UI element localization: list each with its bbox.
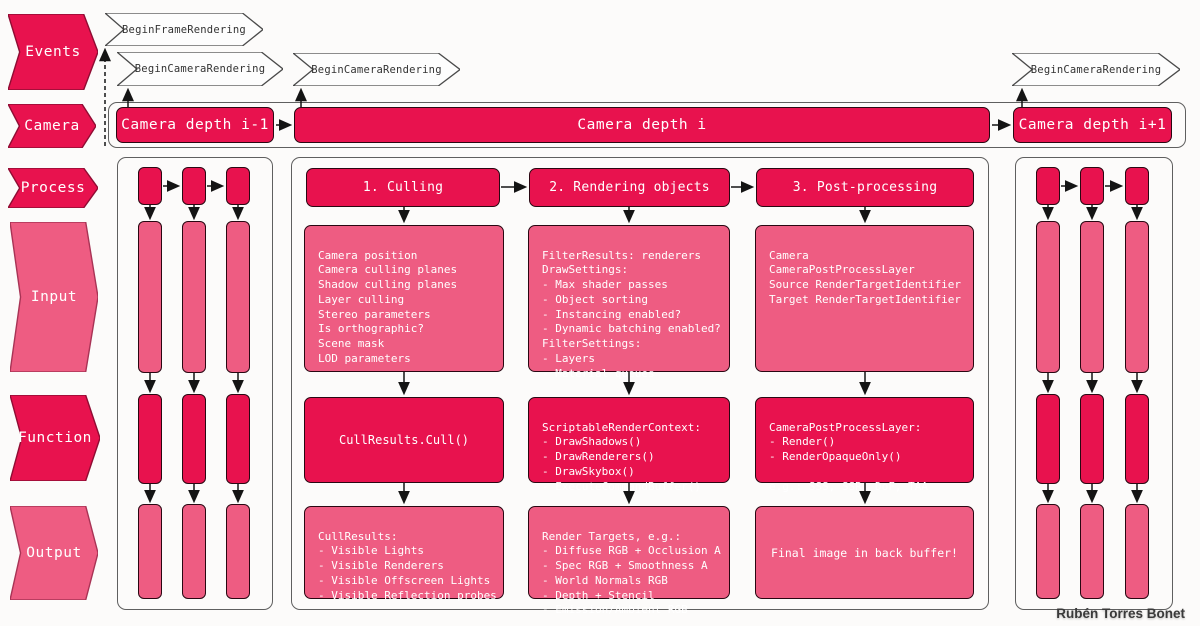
input-box-post-processing-text: Camera CameraPostProcessLayer Source Ren…	[769, 248, 962, 306]
mini-input-bar	[1080, 221, 1104, 373]
row-label-camera: Camera	[8, 104, 96, 148]
output-box-post-processing: Final image in back buffer!	[755, 506, 974, 599]
author-credit: Rubén Torres Bonet	[1056, 606, 1185, 621]
process-header-text: 1. Culling	[362, 180, 444, 195]
event-flag-begin-frame-rendering: BeginFrameRendering	[105, 13, 263, 46]
output-box-post-processing-text: Final image in back buffer!	[771, 545, 958, 560]
mini-process-bar	[1036, 167, 1060, 205]
mini-input-bar	[138, 221, 162, 373]
event-flag-text: BeginFrameRendering	[122, 23, 246, 36]
mini-output-bar	[182, 504, 206, 599]
mini-function-bar	[226, 394, 250, 484]
flag-shape-icon	[117, 52, 283, 86]
ribbon-arrow-icon	[10, 222, 98, 372]
output-box-culling: CullResults: - Visible Lights - Visible …	[304, 506, 504, 602]
process-header-post-processing: 3. Post-processing	[756, 168, 974, 207]
row-label-events: Events	[8, 14, 98, 90]
mini-process-bar	[182, 167, 206, 205]
function-box-post-processing-text: CameraPostProcessLayer: - Render() - Ren…	[769, 420, 928, 493]
mini-output-bar	[226, 504, 250, 599]
camera-depth-prev-text: Camera depth i-1	[121, 117, 269, 133]
function-box-rendering-objects-text: ScriptableRenderContext: - DrawShadows()…	[542, 420, 701, 493]
mini-process-bar	[1125, 167, 1149, 205]
mini-function-bar	[1036, 394, 1060, 484]
process-header-culling: 1. Culling	[306, 168, 500, 207]
input-box-rendering-objects: FilterResults: renderers DrawSettings: -…	[528, 225, 730, 380]
mini-function-bar	[138, 394, 162, 484]
mini-function-bar	[1125, 394, 1149, 484]
process-header-text: 2. Rendering objects	[549, 180, 710, 195]
function-box-culling: CullResults.Cull()	[304, 397, 504, 483]
ribbon-arrow-icon	[8, 168, 98, 208]
output-box-culling-text: CullResults: - Visible Lights - Visible …	[318, 529, 497, 602]
camera-depth-next-text: Camera depth i+1	[1018, 117, 1167, 133]
event-flag-text: BeginCameraRendering	[134, 63, 266, 75]
row-label-process-text: Process	[20, 180, 86, 196]
mini-input-bar	[182, 221, 206, 373]
row-label-function-text: Function	[18, 430, 92, 446]
prev-camera-pipeline-container	[117, 157, 273, 610]
row-label-camera-text: Camera	[24, 118, 80, 134]
mini-input-bar	[1125, 221, 1149, 373]
camera-depth-current-text: Camera depth i	[577, 117, 707, 133]
flag-shape-icon	[293, 53, 460, 86]
input-box-post-processing: Camera CameraPostProcessLayer Source Ren…	[755, 225, 974, 372]
mini-function-bar	[182, 394, 206, 484]
mini-output-bar	[1036, 504, 1060, 599]
mini-output-bar	[1080, 504, 1104, 599]
row-label-output: Output	[10, 506, 98, 600]
mini-process-bar	[1080, 167, 1104, 205]
row-label-process: Process	[8, 168, 98, 208]
ribbon-arrow-icon	[10, 506, 98, 600]
event-flag-begin-camera-rendering-current: BeginCameraRendering	[293, 53, 460, 86]
flag-shape-icon	[105, 13, 263, 46]
output-box-rendering-objects-text: Render Targets, e.g.: - Diffuse RGB + Oc…	[542, 529, 721, 617]
input-box-rendering-objects-text: FilterResults: renderers DrawSettings: -…	[542, 248, 721, 380]
row-label-output-text: Output	[26, 545, 82, 561]
event-flag-begin-camera-rendering-next: BeginCameraRendering	[1012, 53, 1180, 86]
input-box-culling: Camera position Camera culling planes Sh…	[304, 225, 504, 372]
process-header-rendering-objects: 2. Rendering objects	[529, 168, 730, 207]
mini-process-bar	[138, 167, 162, 205]
ribbon-arrow-icon	[8, 104, 96, 148]
ribbon-arrow-icon	[8, 14, 98, 90]
mini-input-bar	[226, 221, 250, 373]
ribbon-arrow-icon	[10, 395, 100, 481]
mini-output-bar	[138, 504, 162, 599]
flag-shape-icon	[1012, 53, 1180, 86]
function-box-rendering-objects: ScriptableRenderContext: - DrawShadows()…	[528, 397, 730, 493]
camera-depth-current-box: Camera depth i	[294, 107, 990, 143]
mini-output-bar	[1125, 504, 1149, 599]
event-flag-text: BeginCameraRendering	[311, 63, 442, 76]
next-camera-pipeline-container	[1015, 157, 1173, 610]
function-box-post-processing: CameraPostProcessLayer: - Render() - Ren…	[755, 397, 974, 493]
mini-input-bar	[1036, 221, 1060, 373]
input-box-culling-text: Camera position Camera culling planes Sh…	[318, 248, 458, 365]
output-box-rendering-objects: Render Targets, e.g.: - Diffuse RGB + Oc…	[528, 506, 730, 616]
process-header-text: 3. Post-processing	[792, 180, 938, 195]
camera-depth-next-box: Camera depth i+1	[1013, 107, 1172, 143]
camera-row-container	[108, 102, 1186, 148]
camera-depth-prev-box: Camera depth i-1	[116, 107, 274, 143]
event-flag-begin-camera-rendering-prev: BeginCameraRendering	[117, 52, 283, 86]
function-box-culling-text: CullResults.Cull()	[338, 433, 470, 447]
row-label-events-text: Events	[25, 44, 81, 60]
mini-process-bar	[226, 167, 250, 205]
row-label-function: Function	[10, 395, 100, 481]
row-label-input: Input	[10, 222, 98, 372]
row-label-input-text: Input	[30, 289, 78, 305]
current-camera-pipeline-container	[291, 157, 989, 610]
mini-function-bar	[1080, 394, 1104, 484]
event-flag-text: BeginCameraRendering	[1030, 63, 1162, 76]
